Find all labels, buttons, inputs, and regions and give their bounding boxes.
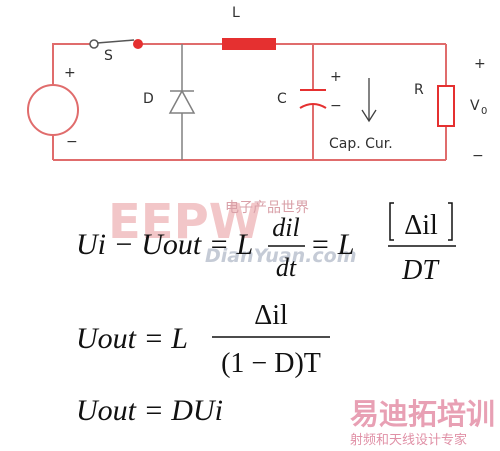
brand-title: 易迪拓培训 <box>350 397 495 431</box>
eq1-brackets <box>389 202 453 241</box>
eq1-lhs: Ui − Uout = L <box>76 228 253 261</box>
capacitor <box>299 89 327 109</box>
output-subscript: 0 <box>481 106 487 117</box>
watermark-url-text: DianYuan.com <box>205 245 357 267</box>
output-voltage-label: V 0 <box>470 98 487 117</box>
diode-label: D <box>143 91 154 107</box>
cap-plus-sign: + <box>330 69 342 85</box>
eq1-frac1-numerator: dil <box>272 213 299 242</box>
brand-watermark: 易迪拓培训 射频和天线设计专家 <box>350 397 495 448</box>
inductor-label: L <box>232 5 240 21</box>
watermark-cn-text: 电子产品世界 <box>225 200 309 216</box>
eq1-second-equals: = L <box>310 228 354 261</box>
eq1-frac2-numerator: Δil <box>404 210 438 241</box>
switch-label: S <box>104 48 113 64</box>
resistor-label: R <box>414 82 424 98</box>
cap-current-label: Cap. Cur. <box>329 136 393 152</box>
switch <box>89 39 143 49</box>
voltage-source <box>27 84 79 136</box>
eq3-text: Uout = DUi <box>76 394 223 427</box>
capacitor-label: C <box>277 91 287 107</box>
source-plus-sign: + <box>64 65 76 81</box>
diode <box>168 44 196 160</box>
cap-minus-sign: − <box>330 98 342 114</box>
brand-subtitle: 射频和天线设计专家 <box>350 432 467 448</box>
inductor <box>222 38 276 50</box>
resistor <box>437 85 455 127</box>
svg-text:V: V <box>470 98 480 114</box>
equation-1: Ui − Uout = L dil dt = L Δil DT <box>76 202 456 286</box>
watermark-eepw-text: EEPW <box>108 194 262 250</box>
eq2-frac-numerator: Δil <box>254 300 288 331</box>
circuit-wires <box>52 43 447 161</box>
source-minus-sign: − <box>66 134 78 150</box>
eq1-frac2-denominator: DT <box>401 255 440 286</box>
equation-2: Uout = L Δil (1 − D)T <box>76 300 330 379</box>
cap-current-arrow-icon <box>361 78 377 123</box>
circuit-schematic: D + − S L C + − Cap. Cur. R <box>27 5 487 164</box>
watermark: EEPW DianYuan.com 电子产品世界 <box>108 194 357 267</box>
equation-3: Uout = DUi <box>76 394 223 427</box>
output-plus-sign: + <box>474 56 486 72</box>
eq2-lhs: Uout = L <box>76 322 188 355</box>
eq2-frac-denominator: (1 − D)T <box>221 348 321 379</box>
output-minus-sign: − <box>472 148 484 164</box>
eq1-frac1-denominator: dt <box>276 253 297 282</box>
